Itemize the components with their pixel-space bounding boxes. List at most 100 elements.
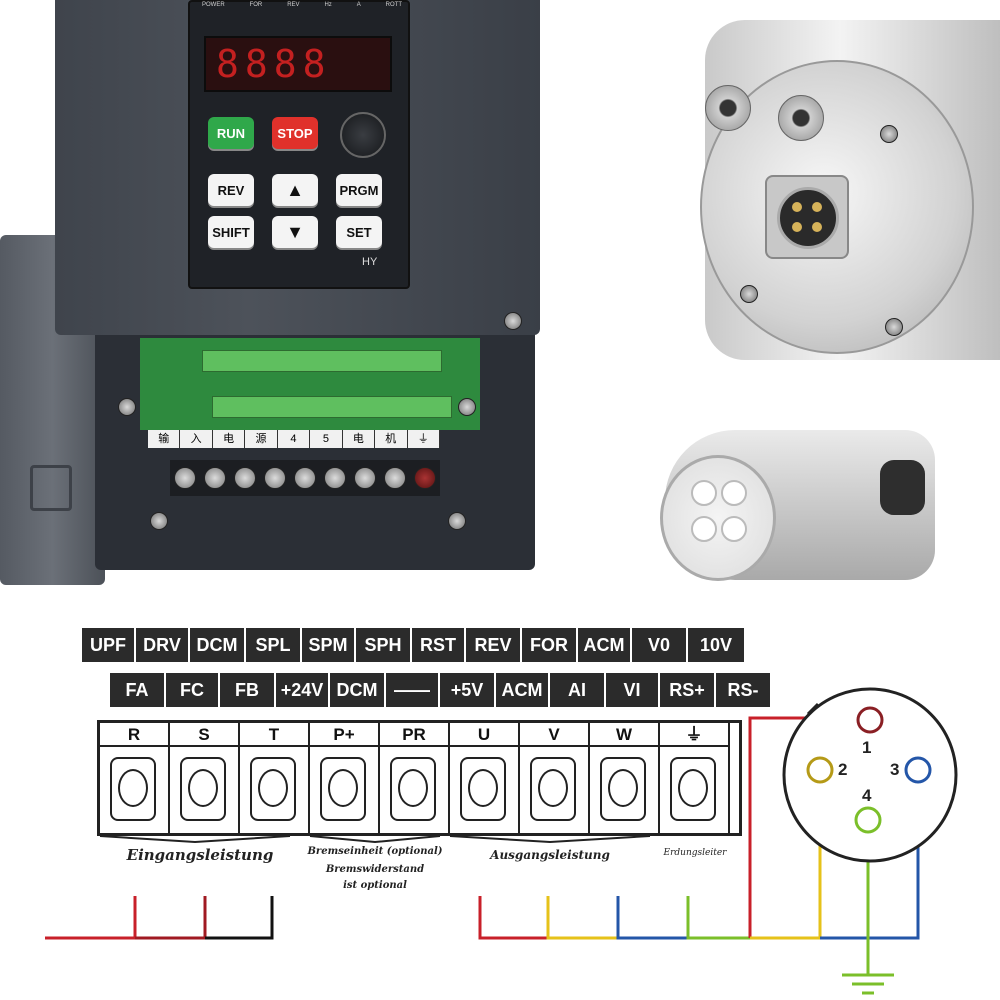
control-terminal-label: AI xyxy=(550,673,606,707)
input-brace xyxy=(99,835,291,844)
brand-label: HY xyxy=(362,256,378,268)
terminal-screw-icon[interactable] xyxy=(250,757,296,821)
coolant-fitting xyxy=(705,85,751,131)
power-terminal-label: P+ xyxy=(310,723,378,747)
control-terminal-label: DRV xyxy=(136,628,190,662)
power-terminal-label: S xyxy=(170,723,238,747)
socket-opening xyxy=(777,187,839,249)
caption-brake-unit: Bremseinheit (optional) xyxy=(307,846,443,857)
terminal-screw[interactable] xyxy=(204,467,226,489)
run-button[interactable]: RUN xyxy=(208,117,254,149)
caption-input-power: Eingangsleistung xyxy=(126,846,274,864)
input-wire-l3 xyxy=(205,896,274,940)
led-label: FOR xyxy=(249,2,263,8)
control-terminal-label: FC xyxy=(166,673,220,707)
power-terminal: S xyxy=(170,723,240,833)
output-wire-w xyxy=(616,896,688,940)
plug-pin-hole xyxy=(721,516,747,542)
control-terminal-label: REV xyxy=(466,628,522,662)
power-terminal: W xyxy=(590,723,660,833)
connector-pin-3 xyxy=(904,756,932,784)
plug-cable-end xyxy=(880,460,925,515)
terminal-screw-icon[interactable] xyxy=(530,757,576,821)
power-terminal: V xyxy=(520,723,590,833)
control-terminal-label: FA xyxy=(110,673,166,707)
socket-pin xyxy=(792,202,802,212)
cover-screw xyxy=(448,512,466,530)
motor-socket-connector xyxy=(765,175,849,259)
input-wire-l1 xyxy=(45,896,137,940)
caption-brake-resistor: Bremswiderstand xyxy=(325,864,425,875)
terminal-screw[interactable] xyxy=(264,467,286,489)
power-terminal-label: ⏚ xyxy=(660,723,728,747)
output-wire-v xyxy=(546,896,618,940)
control-terminal-label: RST xyxy=(412,628,466,662)
plug-pin-hole xyxy=(721,480,747,506)
prgm-button[interactable]: PRGM xyxy=(336,174,382,206)
terminal-screw[interactable] xyxy=(174,467,196,489)
power-terminal-label: W xyxy=(590,723,658,747)
terminal-screw[interactable] xyxy=(294,467,316,489)
control-terminal-label: RS- xyxy=(716,673,772,707)
cover-screw xyxy=(504,312,522,330)
pin-label-1: 1 xyxy=(862,738,872,757)
power-terminal: ⏚ xyxy=(660,723,730,833)
terminal-screw-icon[interactable] xyxy=(600,757,646,821)
speed-knob[interactable] xyxy=(340,112,386,158)
power-terminal: T xyxy=(240,723,310,833)
terminal-screw[interactable] xyxy=(354,467,376,489)
control-terminal-label: SPM xyxy=(302,628,356,662)
control-terminal-label: RS+ xyxy=(660,673,716,707)
terminal-screw-icon[interactable] xyxy=(670,757,716,821)
brake-brace xyxy=(309,835,441,844)
endcap-bolt xyxy=(885,318,903,336)
up-button[interactable]: ▲ xyxy=(272,174,318,206)
strip-label: ⏚ xyxy=(408,430,440,448)
power-terminal-label: R xyxy=(100,723,168,747)
terminal-screw[interactable] xyxy=(324,467,346,489)
cover-screw xyxy=(118,398,136,416)
led-label: REV xyxy=(287,2,300,8)
terminal-screw-icon[interactable] xyxy=(110,757,156,821)
control-terminal-label: FB xyxy=(220,673,276,707)
shift-button[interactable]: SHIFT xyxy=(208,216,254,248)
terminal-screw[interactable] xyxy=(234,467,256,489)
led-label: ROTT xyxy=(385,2,402,8)
connector-outline xyxy=(782,687,958,863)
coolant-fitting xyxy=(778,95,824,141)
control-terminal-label: —— xyxy=(386,673,440,707)
terminal-screw-icon[interactable] xyxy=(460,757,506,821)
control-pcb xyxy=(140,338,480,430)
strip-label: 输 xyxy=(148,430,181,448)
terminal-screw-icon[interactable] xyxy=(320,757,366,821)
terminal-screw-icon[interactable] xyxy=(180,757,226,821)
control-terminal-label: DCM xyxy=(190,628,246,662)
strip-label: 电 xyxy=(343,430,376,448)
control-terminal-block-upper xyxy=(202,350,442,372)
power-terminal: P+ xyxy=(310,723,380,833)
down-button[interactable]: ▼ xyxy=(272,216,318,248)
terminal-screw[interactable] xyxy=(414,467,436,489)
power-terminal-screws xyxy=(170,460,440,496)
control-terminal-label: +24V xyxy=(276,673,330,707)
input-wire-l2 xyxy=(135,896,207,940)
stop-button[interactable]: STOP xyxy=(272,117,318,149)
power-terminal-label: T xyxy=(240,723,308,747)
endcap-bolt xyxy=(880,125,898,143)
set-button[interactable]: SET xyxy=(336,216,382,248)
control-terminal-label: SPH xyxy=(356,628,412,662)
cover-slot xyxy=(30,465,72,511)
control-terminal-label: VI xyxy=(606,673,660,707)
terminal-screw[interactable] xyxy=(384,467,406,489)
power-terminal-label: V xyxy=(520,723,588,747)
rev-button[interactable]: REV xyxy=(208,174,254,206)
control-terminal-label: DCM xyxy=(330,673,386,707)
strip-label: 5 xyxy=(310,430,343,448)
control-terminal-label: 10V xyxy=(688,628,746,662)
terminal-screw-icon[interactable] xyxy=(390,757,436,821)
control-terminal-label: FOR xyxy=(522,628,578,662)
control-terminal-label: ACM xyxy=(578,628,632,662)
display-digits: 8888 xyxy=(216,42,332,86)
